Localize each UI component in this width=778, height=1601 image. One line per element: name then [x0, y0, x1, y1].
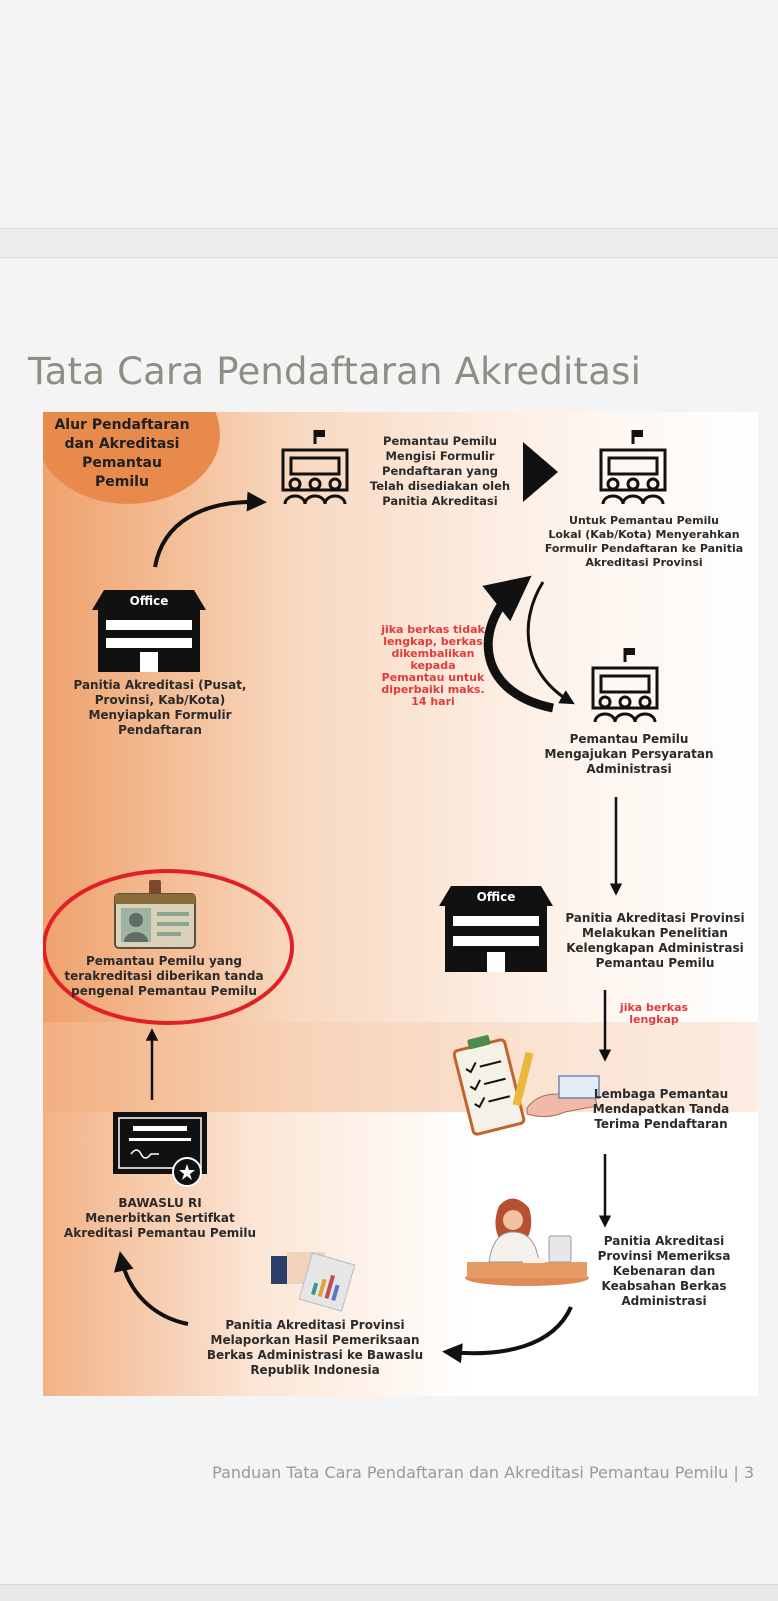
- arrow-s8-to-s9: [113, 1251, 189, 1326]
- arrow-s3-to-s4: [526, 581, 575, 705]
- arrow-s1-to-s2: [153, 491, 267, 568]
- step-1-label: Panitia Akreditasi (Pusat, Provinsi, Kab…: [73, 678, 247, 737]
- incomplete-note: jika berkas tidak lengkap, berkas dikemb…: [381, 623, 485, 708]
- flow-infographic: Alur Pendaftaran dan Akreditasi Pemantau…: [43, 412, 758, 1396]
- step-7-label: Panitia Akreditasi Provinsi Memeriksa Ke…: [597, 1234, 731, 1308]
- step-4-label: Pemantau Pemilu Mengajukan Persyaratan A…: [544, 732, 714, 776]
- page-footer: Panduan Tata Cara Pendaftaran dan Akredi…: [212, 1463, 754, 1482]
- institution-icon: [599, 430, 667, 505]
- arrow-back-up: [482, 575, 554, 713]
- woman-working-icon: [465, 1198, 589, 1286]
- step-3-label: Untuk Pemantau Pemilu Lokal (Kab/Kota) M…: [544, 514, 744, 569]
- svg-text:Office: Office: [130, 594, 169, 608]
- flow-arrows: [43, 442, 623, 1364]
- office-building-icon: Office: [92, 590, 206, 672]
- step-2-label: Pemantau Pemilu Mengisi Formulir Pendaft…: [369, 434, 511, 508]
- arrow-s2-to-s3: [523, 442, 558, 502]
- id-card-icon: [114, 880, 196, 949]
- arrow-s7-to-s8: [442, 1306, 573, 1364]
- highlight-circle: [43, 869, 294, 1025]
- badge-title: Alur Pendaftaran dan Akreditasi Pemantau…: [54, 417, 190, 490]
- page-title: Tata Cara Pendaftaran Akreditasi: [28, 350, 642, 393]
- step-9-label: BAWASLU RI Menerbitkan Sertifkat Akredit…: [63, 1196, 257, 1240]
- infographic-background: [43, 412, 758, 1396]
- page-bottom-edge: [0, 1584, 778, 1601]
- badge-blob: [43, 412, 220, 504]
- institution-icon: [281, 430, 349, 505]
- reports-icon: [271, 1252, 356, 1312]
- svg-text:Office: Office: [477, 890, 516, 904]
- certificate-icon: [113, 1112, 207, 1187]
- step-6-label: Lembaga Pemantau Mendapatkan Tanda Terim…: [592, 1087, 730, 1131]
- top-blank-page: [0, 0, 778, 229]
- step-5-label: Panitia Akreditasi Provinsi Melakukan Pe…: [565, 911, 745, 970]
- clipboard-checklist-icon: [453, 1035, 600, 1136]
- step-10-label: Pemantau Pemilu yang terakreditasi diber…: [64, 954, 264, 998]
- page-separator: [0, 229, 778, 258]
- complete-note: jika berkas lengkap: [619, 1001, 689, 1026]
- office-building-icon: Office: [439, 886, 553, 972]
- step-8-label: Panitia Akreditasi Provinsi Melaporkan H…: [206, 1318, 424, 1377]
- institution-icon: [591, 648, 659, 723]
